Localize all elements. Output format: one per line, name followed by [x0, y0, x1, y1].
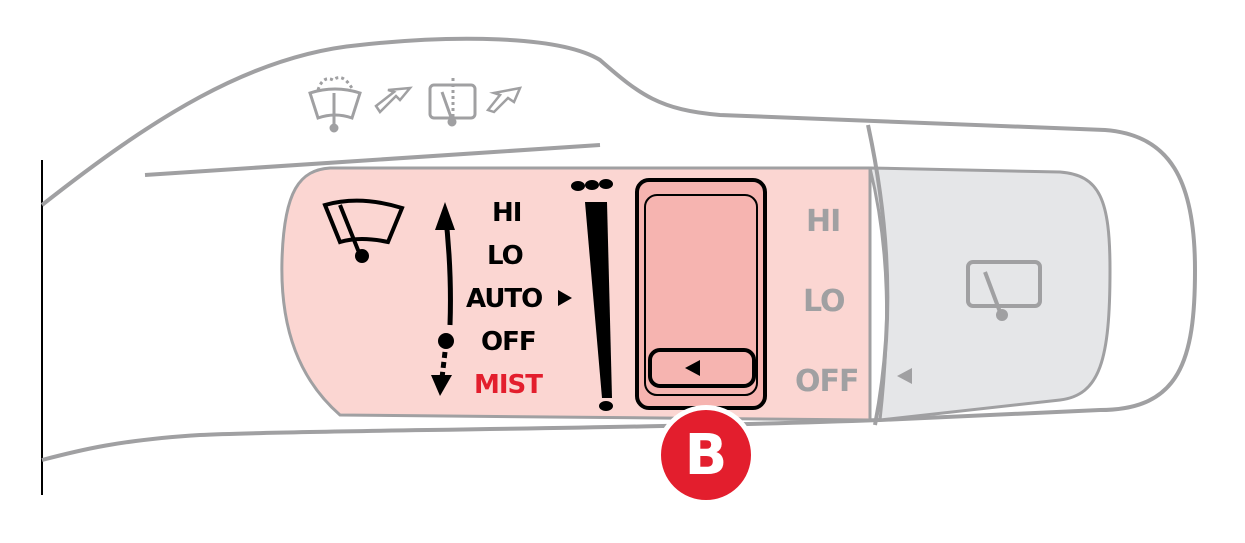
label-hi: HI: [492, 198, 522, 228]
washer-icon: [308, 76, 362, 133]
rear-wiper-panel: [868, 166, 1112, 422]
label-auto: AUTO: [466, 284, 543, 314]
rear-label-lo: LO: [803, 284, 846, 319]
label-off: OFF: [481, 327, 537, 357]
mode-arrow-icon: [431, 202, 455, 396]
push-arrow-icon: [374, 86, 413, 114]
pull-arrow-icon: [485, 86, 523, 114]
rear-label-off: OFF: [795, 364, 859, 399]
rear-off-arrow-icon: [897, 368, 912, 384]
label-mist: MIST: [474, 370, 543, 400]
sensitivity-switch: [635, 178, 767, 410]
rear-wiper-icon: [966, 260, 1042, 321]
auto-arrow-icon: [558, 290, 572, 306]
front-wiper-icon: [322, 198, 405, 263]
rear-washer-icon: [428, 78, 477, 127]
rear-label-hi: HI: [806, 204, 841, 239]
front-wiper-panel: [280, 166, 872, 422]
sensitivity-indicator-icon: [571, 179, 613, 411]
label-lo: LO: [487, 241, 524, 271]
callout-badge: B: [656, 405, 756, 505]
